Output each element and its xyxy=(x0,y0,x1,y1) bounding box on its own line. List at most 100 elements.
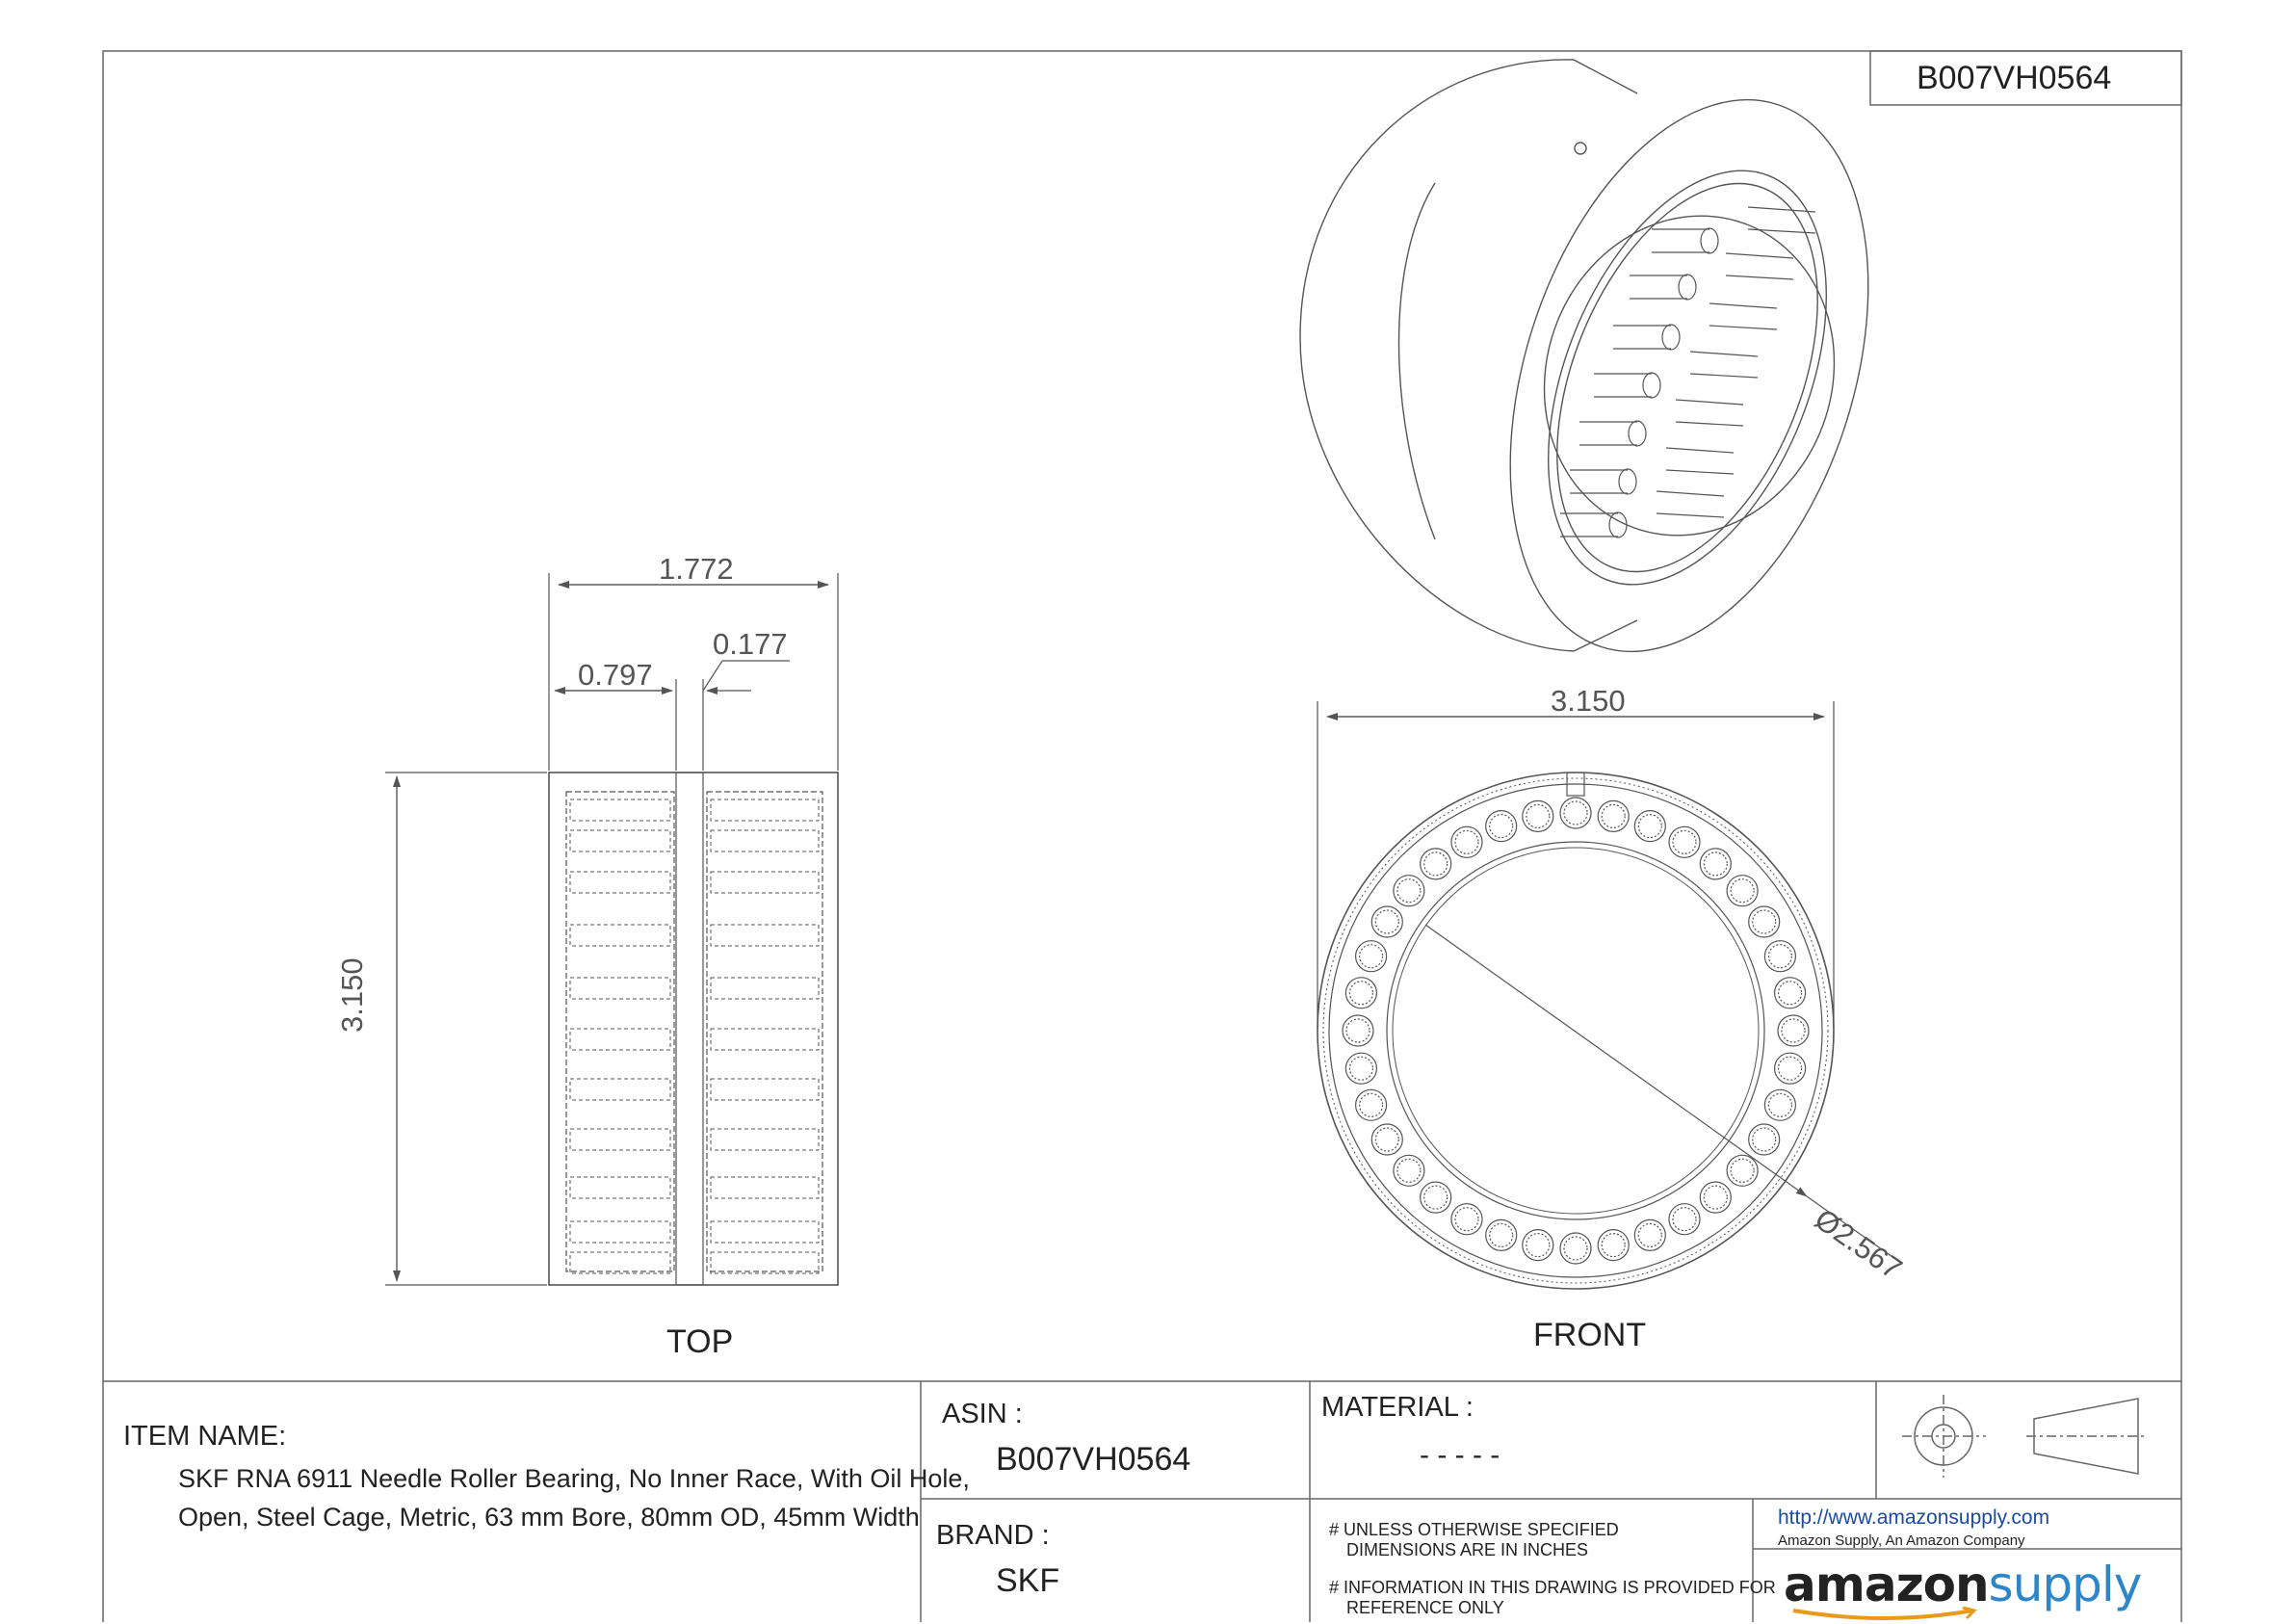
brand-value: SKF xyxy=(996,1562,1060,1599)
front-roller xyxy=(1485,809,1518,843)
front-roller xyxy=(1344,977,1378,1009)
projection-symbol xyxy=(1902,1395,2148,1478)
front-roller xyxy=(1370,905,1403,938)
front-roller xyxy=(1559,797,1592,829)
iso-roller-end xyxy=(1661,324,1681,351)
front-roller xyxy=(1393,1154,1425,1187)
front-view-dimensions xyxy=(1317,701,1903,1265)
amazonsupply-link[interactable]: http://www.amazonsupply.com xyxy=(1778,1506,2050,1529)
iso-roller-edge-far xyxy=(1656,490,1725,497)
front-roller-inner xyxy=(1563,800,1588,825)
front-roller-inner xyxy=(1396,1158,1422,1183)
item-name-line1: SKF RNA 6911 Needle Roller Bearing, No I… xyxy=(178,1464,970,1493)
header-asin: B007VH0564 xyxy=(1917,60,2112,96)
front-roller xyxy=(1344,1052,1378,1085)
top-roller-right xyxy=(710,924,820,947)
iso-roller-edge-far xyxy=(1675,421,1744,427)
iso-roller-edge-far xyxy=(1709,325,1778,330)
front-roller-inner xyxy=(1563,1236,1588,1261)
title-block-grid xyxy=(103,1380,2181,1622)
top-roller-right xyxy=(710,1176,820,1199)
material-label: MATERIAL : xyxy=(1321,1392,1474,1423)
note-reference-line1: # INFORMATION IN THIS DRAWING IS PROVIDE… xyxy=(1329,1578,1776,1597)
brand-label: BRAND : xyxy=(936,1520,1050,1551)
top-roller-left xyxy=(569,1028,671,1051)
material-value: - - - - - xyxy=(1420,1439,1500,1471)
company-name: Amazon Supply, An Amazon Company xyxy=(1778,1532,2025,1549)
front-roller-inner xyxy=(1489,1222,1514,1248)
front-roller-inner xyxy=(1374,1127,1399,1152)
top-roller-left xyxy=(569,871,671,894)
front-roller-inner xyxy=(1423,851,1448,877)
iso-roller-edge-far xyxy=(1675,399,1744,406)
front-roller xyxy=(1597,1228,1630,1262)
front-roller xyxy=(1633,1218,1666,1252)
front-roller-inner xyxy=(1348,981,1374,1006)
top-roller-left xyxy=(569,1078,671,1101)
top-roller-right xyxy=(710,977,820,1000)
iso-roller-edge-far xyxy=(1689,373,1759,379)
front-roller-inner xyxy=(1358,944,1384,969)
front-roller-inner xyxy=(1601,803,1626,829)
note-reference-line2: REFERENCE ONLY xyxy=(1346,1598,1504,1617)
front-roller-inner xyxy=(1752,1127,1777,1152)
dim-top-height: 3.150 xyxy=(335,957,369,1033)
front-roller xyxy=(1748,905,1781,938)
front-roller xyxy=(1773,1052,1807,1085)
front-roller-inner xyxy=(1703,851,1728,877)
front-roller-inner xyxy=(1777,1056,1803,1081)
front-roller-inner xyxy=(1423,1185,1448,1210)
front-roller-inner xyxy=(1358,1092,1384,1117)
front-roller-inner xyxy=(1730,878,1755,904)
front-roller xyxy=(1668,1203,1701,1236)
asin-label: ASIN : xyxy=(942,1399,1023,1429)
iso-roller-end xyxy=(1628,420,1647,447)
top-roller-right xyxy=(710,1220,820,1244)
front-roller xyxy=(1450,825,1483,858)
front-roller-inner xyxy=(1526,803,1551,829)
item-name-label: ITEM NAME: xyxy=(123,1421,287,1452)
iso-roller-edge-far xyxy=(1665,469,1735,475)
top-roller-left xyxy=(569,924,671,947)
iso-roller-edge-far xyxy=(1656,512,1725,518)
iso-roller-edge-far xyxy=(1709,302,1778,309)
front-roller xyxy=(1748,1123,1781,1156)
dim-front-od: 3.150 xyxy=(1551,684,1626,718)
front-roller xyxy=(1485,1218,1518,1252)
front-roller-inner xyxy=(1345,1018,1370,1043)
iso-roller-end xyxy=(1700,227,1719,254)
iso-roller-edge-far xyxy=(1747,228,1816,234)
front-roller-inner xyxy=(1489,813,1514,839)
front-roller-inner xyxy=(1454,1207,1479,1232)
front-roller xyxy=(1726,875,1759,907)
front-roller xyxy=(1597,799,1630,833)
front-roller-inner xyxy=(1396,878,1422,904)
front-roller-inner xyxy=(1752,909,1777,934)
asin-header-box xyxy=(1869,50,2182,106)
top-roller-left xyxy=(569,829,671,852)
front-view xyxy=(1317,772,1835,1290)
front-roller xyxy=(1699,1181,1732,1214)
front-roller xyxy=(1763,1088,1797,1121)
iso-roller-end xyxy=(1608,511,1628,538)
front-roller xyxy=(1342,1014,1374,1047)
front-roller xyxy=(1354,1088,1388,1121)
top-roller-left xyxy=(569,1128,671,1151)
amazonsupply-logo: amazonsupply xyxy=(1784,1557,2142,1612)
sheet-border xyxy=(102,50,2182,1622)
top-view-dimensions xyxy=(385,573,839,1286)
top-roller-left xyxy=(569,1251,671,1274)
top-roller-right xyxy=(710,799,820,822)
iso-roller-end xyxy=(1642,372,1661,399)
top-roller-right xyxy=(710,1078,820,1101)
front-roller-inner xyxy=(1601,1232,1626,1258)
front-roller-inner xyxy=(1703,1185,1728,1210)
dim-top-width: 1.772 xyxy=(659,552,734,586)
top-roller-right xyxy=(710,1128,820,1151)
top-roller-right xyxy=(710,871,820,894)
front-roller xyxy=(1559,1232,1592,1265)
view-label-front: FRONT xyxy=(1533,1317,1647,1353)
front-roller-inner xyxy=(1777,981,1803,1006)
front-roller xyxy=(1420,1181,1452,1214)
iso-roller-edge-far xyxy=(1725,275,1794,280)
